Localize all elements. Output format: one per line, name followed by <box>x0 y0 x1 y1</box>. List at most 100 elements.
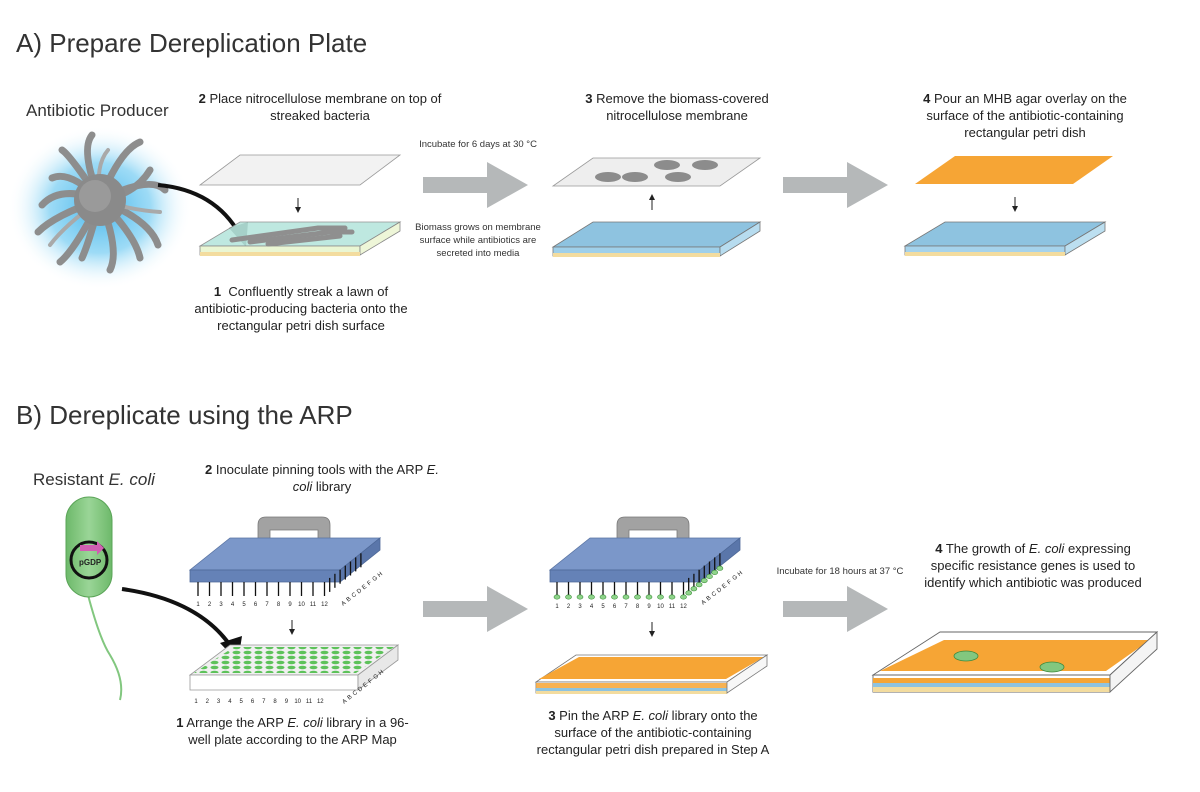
row-tick-label: H <box>377 571 384 578</box>
column-tick-label: 9 <box>647 604 651 610</box>
row-tick-label: G <box>373 673 381 681</box>
step-b3-caption: 3 Pin the ARP E. coli library onto the s… <box>536 708 770 757</box>
membrane-over-streaked-plate <box>198 154 402 256</box>
step-a4-caption: 4 Pour an MHB agar overlay on the surfac… <box>923 91 1127 140</box>
section-b-title: B) Dereplicate using the ARP <box>16 400 353 430</box>
inoculum-drop <box>622 594 630 600</box>
row-tick-label: G <box>732 574 740 582</box>
row-tick-label: G <box>372 575 380 583</box>
growth-spot <box>953 650 979 662</box>
incubate-note-b: Incubate for 18 hours at 37 °C <box>776 566 904 577</box>
inoculum-drop <box>668 594 676 600</box>
column-tick-label: 2 <box>208 602 212 608</box>
inoculum-drop <box>711 569 719 575</box>
column-tick-label: 5 <box>242 602 246 608</box>
resistant-ecoli-label: Resistant E. coli <box>33 470 155 489</box>
row-tick-label: F <box>367 580 374 587</box>
inoculum-drop <box>645 594 653 600</box>
column-tick-label: 3 <box>578 604 582 610</box>
column-tick-label: 11 <box>306 699 313 705</box>
row-tick-label: B <box>706 595 713 602</box>
inoculum-drop <box>685 590 693 596</box>
column-tick-label: 3 <box>219 602 223 608</box>
inoculum-drop <box>576 594 584 600</box>
column-tick-label: 5 <box>240 699 244 705</box>
inoculum-drop <box>611 594 618 600</box>
row-tick-label: B <box>347 694 354 701</box>
row-tick-label: F <box>727 579 734 586</box>
row-tick-label: F <box>368 678 375 685</box>
antibiotic-producer-illustration <box>8 126 192 290</box>
column-tick-label: 2 <box>206 699 210 705</box>
column-tick-label: 1 <box>555 604 559 610</box>
inoculum-drop <box>599 594 607 600</box>
process-arrow-a2 <box>783 162 888 208</box>
column-tick-label: 10 <box>294 699 301 705</box>
row-tick-label: C <box>352 690 360 698</box>
inoculum-drop <box>657 594 664 600</box>
mhb-overlay-and-plate <box>903 156 1113 256</box>
row-tick-label: A <box>342 698 349 705</box>
column-tick-label: 11 <box>669 604 676 610</box>
column-tick-label: 8 <box>636 604 640 610</box>
plasmid-label: pGDP <box>79 558 102 567</box>
row-tick-label: B <box>346 596 353 603</box>
column-tick-label: 11 <box>310 602 317 608</box>
inoculum-drop <box>706 573 713 579</box>
inoculum-drop <box>634 594 641 600</box>
row-tick-label: A <box>701 599 708 606</box>
row-tick-label: E <box>721 583 728 590</box>
column-tick-label: 2 <box>567 604 571 610</box>
result-plate <box>871 630 1159 694</box>
column-tick-label: 12 <box>680 604 687 610</box>
row-tick-label: C <box>711 591 719 599</box>
step-b2-caption: 2 Inoculate pinning tools with the ARP E… <box>205 462 439 494</box>
column-tick-label: 6 <box>613 604 617 610</box>
row-tick-label: E <box>362 682 369 689</box>
column-tick-label: 7 <box>262 699 266 705</box>
column-tick-label: 8 <box>273 699 277 705</box>
column-tick-label: 5 <box>601 604 605 610</box>
row-tick-label: D <box>357 685 365 693</box>
inoculum-drop <box>695 582 703 588</box>
well-plate-96 <box>188 644 400 691</box>
column-tick-label: 8 <box>277 602 281 608</box>
step-a2-caption: 2 Place nitrocellulose membrane on top o… <box>198 91 442 123</box>
column-tick-label: 6 <box>254 602 258 608</box>
row-tick-label: H <box>737 570 744 577</box>
inoculum-drop <box>716 565 724 571</box>
incubate-note-a: Incubate for 6 days at 30 °C <box>419 139 537 150</box>
pinning-tool-inoculated <box>548 516 742 600</box>
inoculum-drop <box>690 586 698 592</box>
column-tick-label: 4 <box>590 604 594 610</box>
inoculum-drop <box>588 594 595 600</box>
inoculum-drop <box>553 594 561 600</box>
column-tick-label: 4 <box>231 602 235 608</box>
inoculum-drop <box>700 578 708 584</box>
row-tick-label: H <box>378 669 385 676</box>
column-tick-label: 7 <box>265 602 269 608</box>
step-b1-caption: 1 Arrange the ARP E. coli library in a 9… <box>176 715 409 747</box>
inoculum-drop <box>680 594 687 600</box>
process-arrow-a1 <box>423 162 528 208</box>
pinning-tool-left <box>188 516 382 596</box>
biomass-membrane-and-plate <box>551 157 762 257</box>
column-tick-label: 9 <box>285 699 289 705</box>
column-tick-label: 12 <box>317 699 324 705</box>
resistant-ecoli-illustration <box>65 496 123 701</box>
column-tick-label: 9 <box>288 602 292 608</box>
column-tick-label: 3 <box>217 699 221 705</box>
step-a1-caption: 1 Confluently streak a lawn of antibioti… <box>194 284 408 333</box>
row-tick-label: A <box>341 600 348 607</box>
step-b4-caption: 4 The growth of E. coli expressing speci… <box>924 541 1142 590</box>
antibiotic-producer-label: Antibiotic Producer <box>26 101 169 120</box>
column-tick-label: 7 <box>624 604 628 610</box>
growth-spot <box>1039 661 1065 673</box>
step-a3-caption: 3 Remove the biomass-covered nitrocellul… <box>585 91 769 123</box>
antibiotic-plate-step3 <box>534 654 769 694</box>
biomass-note: Biomass grows on membrane surface while … <box>415 222 541 259</box>
column-tick-label: 4 <box>228 699 232 705</box>
row-tick-label: C <box>351 592 359 600</box>
